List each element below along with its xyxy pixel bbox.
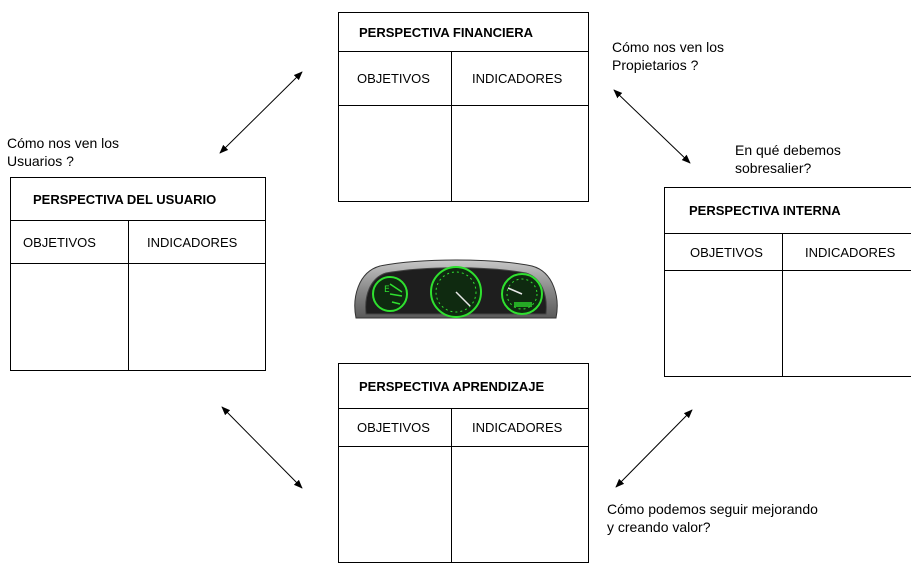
box-perspectiva-usuario: PERSPECTIVA DEL USUARIO OBJETIVOS INDICA… <box>10 177 266 371</box>
box-header-row: OBJETIVOS INDICADORES <box>339 52 588 106</box>
caption-usuarios: Cómo nos ven los Usuarios ? <box>7 134 119 170</box>
box-header-row: OBJETIVOS INDICADORES <box>11 221 265 264</box>
box-title-text: PERSPECTIVA APRENDIZAJE <box>359 378 545 394</box>
box-title: PERSPECTIVA DEL USUARIO <box>11 178 265 221</box>
col-indicadores: INDICADORES <box>472 71 563 86</box>
caption-line: y creando valor? <box>607 519 711 535</box>
arrow-financiera-usuario <box>219 71 303 154</box>
svg-text:E: E <box>384 285 390 295</box>
caption-line: Cómo nos ven los <box>612 39 725 55</box>
col-objetivos: OBJETIVOS <box>23 234 96 250</box>
box-perspectiva-aprendizaje: PERSPECTIVA APRENDIZAJE OBJETIVOS INDICA… <box>338 363 589 563</box>
column-divider <box>782 234 783 376</box>
col-objetivos: OBJETIVOS <box>690 244 763 260</box>
box-title: PERSPECTIVA INTERNA <box>665 188 911 234</box>
column-divider <box>451 409 452 562</box>
col-objetivos: OBJETIVOS <box>357 71 430 86</box>
box-title-text: PERSPECTIVA FINANCIERA <box>359 24 534 40</box>
box-title-text: PERSPECTIVA DEL USUARIO <box>33 191 217 207</box>
caption-line: sobresalier? <box>735 160 812 176</box>
caption-line: Cómo podemos seguir mejorando <box>607 501 818 517</box>
arrow-financiera-interna <box>613 89 691 164</box>
col-indicadores: INDICADORES <box>472 420 563 435</box>
column-divider <box>128 221 129 370</box>
caption-line: Propietarios ? <box>612 57 699 73</box>
col-indicadores: INDICADORES <box>147 234 238 250</box>
caption-mejorando: Cómo podemos seguir mejorando y creando … <box>607 500 818 536</box>
caption-propietarios: Cómo nos ven los Propietarios ? <box>612 38 724 74</box>
caption-line: Cómo nos ven los <box>7 135 120 151</box>
arrow-usuario-aprendizaje <box>221 406 303 489</box>
box-header-row: OBJETIVOS INDICADORES <box>665 234 911 271</box>
col-indicadores: INDICADORES <box>805 244 896 260</box>
arrow-interna-aprendizaje <box>615 409 693 488</box>
box-perspectiva-financiera: PERSPECTIVA FINANCIERA OBJETIVOS INDICAD… <box>338 12 589 202</box>
column-divider <box>451 52 452 201</box>
box-title-text: PERSPECTIVA INTERNA <box>689 203 841 218</box>
caption-sobresalir: En qué debemos sobresalier? <box>735 141 841 177</box>
col-objetivos: OBJETIVOS <box>357 420 430 435</box>
caption-line: En qué debemos <box>735 142 841 158</box>
box-title: PERSPECTIVA FINANCIERA <box>339 13 588 52</box>
box-title: PERSPECTIVA APRENDIZAJE <box>339 364 588 409</box>
box-header-row: OBJETIVOS INDICADORES <box>339 409 588 447</box>
caption-line: Usuarios ? <box>7 153 74 169</box>
dashboard-gauges-icon: E <box>354 259 558 319</box>
box-perspectiva-interna: PERSPECTIVA INTERNA OBJETIVOS INDICADORE… <box>664 187 911 377</box>
